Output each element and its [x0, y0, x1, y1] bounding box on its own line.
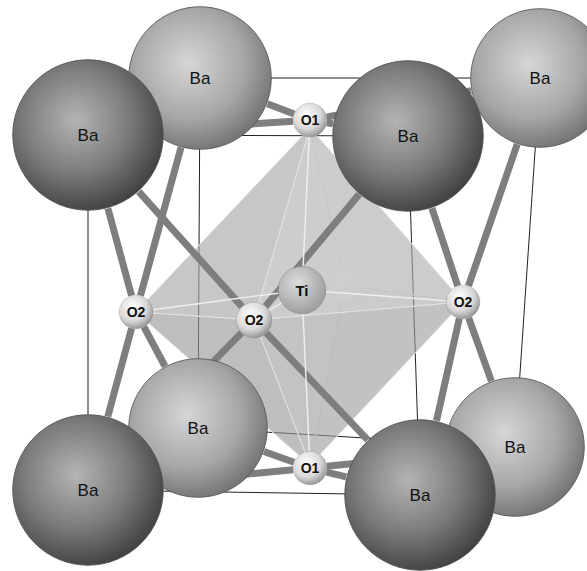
- barium-atom: Ba: [332, 60, 484, 212]
- atom-label: Ba: [530, 70, 551, 87]
- ba-o-bond: [139, 192, 242, 307]
- atom-label: O2: [245, 313, 264, 327]
- ba-o-bond: [266, 333, 367, 440]
- oxygen-atom: O2: [236, 302, 272, 338]
- ba-o-bond: [144, 327, 165, 366]
- atom-label: O2: [454, 295, 473, 309]
- ba-o-bond: [108, 328, 132, 416]
- ti-o-bond: [303, 314, 309, 451]
- atom-label: O2: [127, 305, 146, 319]
- atom-label: Ba: [190, 70, 211, 87]
- ba-o-bond: [437, 319, 460, 421]
- barium-atom: Ba: [12, 59, 164, 211]
- atom-label: O1: [301, 461, 320, 475]
- atom-label: Ba: [410, 487, 431, 504]
- ba-o-bond: [267, 104, 294, 114]
- barium-atom: Ba: [470, 8, 587, 148]
- ba-o-bond: [469, 318, 492, 381]
- barium-atom: Ba: [12, 414, 164, 566]
- oxygen-atom: O2: [446, 285, 480, 319]
- atom-label: Ba: [78, 482, 99, 499]
- ba-o-bond: [264, 452, 294, 463]
- ti-o-bond: [326, 292, 446, 301]
- oxygen-atom: O1: [293, 451, 327, 485]
- atom-label: Ba: [398, 128, 419, 145]
- oxygen-atom: O1: [293, 103, 327, 137]
- atom-label: Ti: [295, 283, 308, 298]
- atom-label: O1: [301, 113, 320, 127]
- atom-sphere: [470, 8, 587, 148]
- oxygen-atom: O2: [119, 295, 153, 329]
- ba-o-bond: [327, 123, 333, 124]
- barium-atom: Ba: [344, 419, 496, 571]
- ti-o-bond: [269, 303, 281, 311]
- titanium-atom: Ti: [278, 266, 326, 314]
- ba-o-bond: [327, 472, 347, 477]
- ba-o-bond: [432, 208, 458, 286]
- atom-label: Ba: [78, 127, 99, 144]
- atom-label: Ba: [188, 420, 209, 437]
- atom-label: Ba: [505, 439, 526, 456]
- ti-o-bond: [303, 137, 309, 266]
- ba-o-bond: [108, 208, 132, 295]
